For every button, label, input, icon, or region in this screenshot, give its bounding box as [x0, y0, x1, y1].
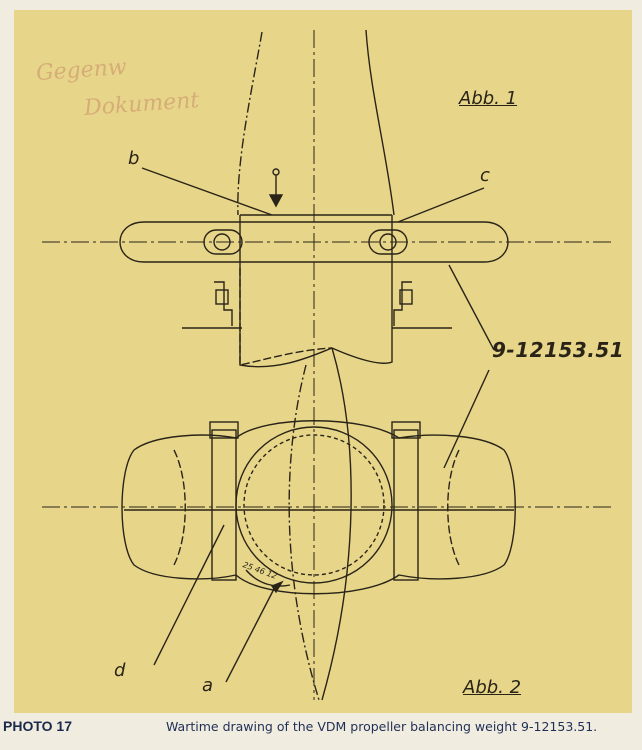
- weight-top-outline: [119, 221, 509, 263]
- leader-part-1: [448, 264, 495, 351]
- left-clamp-bolt: [211, 429, 237, 581]
- right-slot: [368, 229, 408, 255]
- caption-bar: PHOTO 17 Wartime drawing of the VDM prop…: [0, 713, 642, 750]
- part-number-label: 9-12153.51: [492, 338, 625, 362]
- blade-left-edge: [237, 31, 263, 216]
- leader-c: [397, 187, 485, 223]
- technical-drawing: [42, 29, 614, 701]
- right-clamp-bolt: [393, 429, 419, 581]
- blade-right-edge: [365, 29, 395, 216]
- fig2-label: Abb. 2: [463, 677, 522, 698]
- drawing-sheet: Gegenw Dokument: [14, 10, 632, 713]
- leader-part-2: [443, 369, 490, 469]
- label-b: b: [128, 148, 140, 169]
- label-c: c: [480, 165, 490, 186]
- left-slot: [203, 229, 243, 255]
- caption-label: PHOTO 17: [3, 718, 72, 734]
- blade-hub-outline: [239, 268, 393, 368]
- leader-b: [141, 167, 273, 216]
- fig1-label: Abb. 1: [459, 88, 518, 109]
- leader-a: [225, 584, 277, 683]
- caption-text: Wartime drawing of the VDM propeller bal…: [166, 719, 598, 734]
- label-a: a: [202, 675, 214, 696]
- leader-d: [153, 524, 225, 666]
- weight-front-outline: [121, 420, 516, 595]
- label-d: d: [114, 660, 126, 681]
